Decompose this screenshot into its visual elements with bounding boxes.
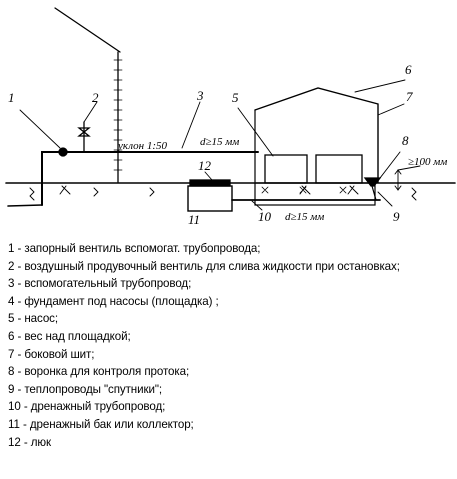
manhole-icon (189, 179, 231, 187)
legend-item: 1 - запорный вентиль вспомогат. трубопро… (8, 242, 261, 255)
foundation-hatch (261, 186, 347, 194)
callout-12: 12 (198, 158, 212, 173)
funnel-drain (371, 185, 377, 201)
pump-1 (264, 154, 308, 184)
callout-1: 1 (8, 90, 15, 105)
soil-hatching (29, 185, 417, 201)
callout-8: 8 (402, 133, 409, 148)
wall-hatch (113, 59, 123, 171)
callout-7: 7 (406, 89, 413, 104)
legend-item: 8 - воронка для контроля протока; (8, 365, 190, 379)
legend-item: 9 - теплопроводы "спутники"; (8, 382, 162, 396)
legend-item: 10 - дренажный трубопровод; (8, 400, 166, 414)
legend-list: 1 - запорный вентиль вспомогат. трубопро… (8, 240, 453, 451)
roof-slope-line (54, 7, 121, 53)
legend-item: 11 - дренажный бак или коллектор; (8, 417, 194, 431)
slope-label: уклон 1:50 (117, 140, 168, 152)
clearance-label: ≥100 мм (408, 156, 447, 168)
leader-5 (237, 107, 274, 157)
leader-1 (19, 109, 61, 149)
leader-8 (379, 151, 401, 179)
callout-5: 5 (232, 90, 239, 105)
pump-2 (315, 154, 363, 184)
legend-item: 3 - вспомогательный трубопровод; (8, 277, 192, 291)
diameter-top-label: d≥15 мм (200, 136, 239, 148)
purge-valve-icon (77, 127, 91, 137)
legend-item: 5 - насос; (8, 312, 58, 326)
clearance-leader (397, 165, 421, 171)
callout-11: 11 (188, 212, 200, 227)
legend-item: 12 - люк (8, 435, 51, 449)
auxiliary-pipeline (41, 151, 259, 206)
diameter-bottom-label: d≥15 мм (285, 211, 324, 223)
leader-2 (83, 101, 98, 123)
leader-3 (181, 101, 201, 149)
aux-pipe-outlet (7, 204, 43, 207)
legend-item: 6 - вес над площадкой; (8, 329, 131, 343)
callout-9: 9 (393, 209, 400, 224)
legend-item: 2 - воздушный продувочный вентиль для сл… (8, 259, 400, 273)
legend-item: 7 - боковой шит; (8, 347, 95, 361)
pump-installation-diagram: 1 2 3 5 6 7 8 9 10 11 12 уклон 1:50 d≥15… (5, 7, 456, 227)
leader-7 (377, 103, 405, 116)
canopy-outline (254, 87, 379, 183)
drainage-tank (187, 185, 233, 212)
legend-item: 4 - фундамент под насосы (площадка) ; (8, 294, 219, 308)
funnel-icon (363, 177, 382, 187)
shutoff-valve-icon (58, 147, 68, 157)
leader-9 (377, 191, 393, 207)
pump-foundation (254, 182, 376, 206)
callout-10: 10 (258, 209, 272, 224)
leader-6 (354, 79, 406, 93)
callout-6: 6 (405, 62, 412, 77)
leader-10 (251, 200, 263, 211)
leader-12 (204, 171, 213, 181)
callout-3: 3 (196, 88, 204, 103)
callout-2: 2 (92, 90, 99, 105)
